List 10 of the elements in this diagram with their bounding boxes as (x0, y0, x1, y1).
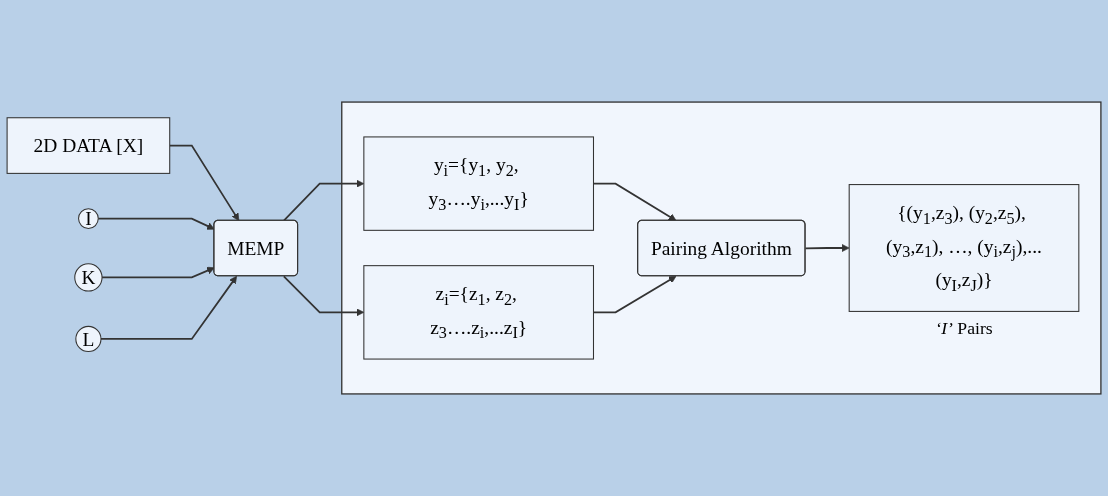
arrow (100, 275, 237, 340)
cluster (341, 101, 1102, 395)
node-circle: K (74, 263, 103, 292)
node-box: {(y$_{1}$,z$_{3}$), (y$_{2}$,z$_{5}$), (y$_{3}$,z$_{1}$), …, (y$_{i}$,z$_{j}$),...(y$_{I}$,z$_{J}$)} (848, 184, 1080, 312)
node-circle: L (75, 325, 102, 353)
node-box: y$_{i}$={y$_{1}$, y$_{2}$, y$_{3}$….y$_{i}$,...y$_{I}$} (363, 136, 594, 231)
node-box: z$_{i}$={z$_{1}$, z$_{2}$, z$_{3}$….z$_{i}$,...z$_{I}$} (363, 265, 594, 360)
node-circle: I (78, 208, 99, 229)
node-box: 2D DATA [X] (6, 117, 171, 174)
caption-text: ‘I’ Pairs (935, 318, 993, 339)
